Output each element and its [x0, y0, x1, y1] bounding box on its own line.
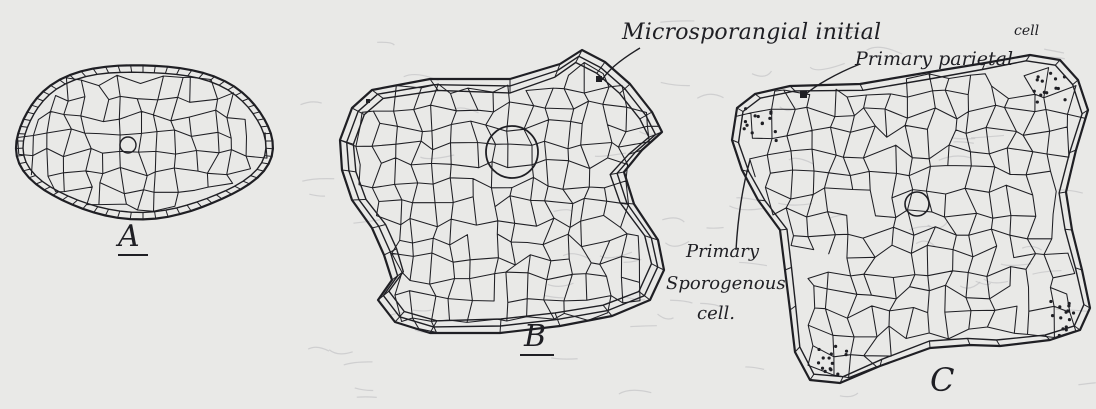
label-a-underline — [118, 254, 148, 256]
label-b-underline — [520, 354, 554, 356]
primary-parietal-cell-label: cell — [1014, 24, 1039, 38]
primary-sporogenous-label-line3: cell. — [697, 305, 735, 323]
leader-lines — [602, 48, 860, 250]
figure-label-b: B — [524, 322, 546, 352]
cell-network — [18, 63, 1085, 378]
primary-sporogenous-label-line1: Primary — [686, 243, 759, 261]
primary-parietal-label: Primary parietal — [855, 50, 1013, 69]
bleed-through-text — [301, 21, 1096, 398]
microsporangial-initial-label: Microsporangial initial — [622, 22, 881, 44]
figure-label-c: C — [930, 364, 954, 396]
primary-sporogenous-label-line2: Sporogenous — [666, 275, 786, 293]
figure-label-a: A — [118, 222, 140, 252]
